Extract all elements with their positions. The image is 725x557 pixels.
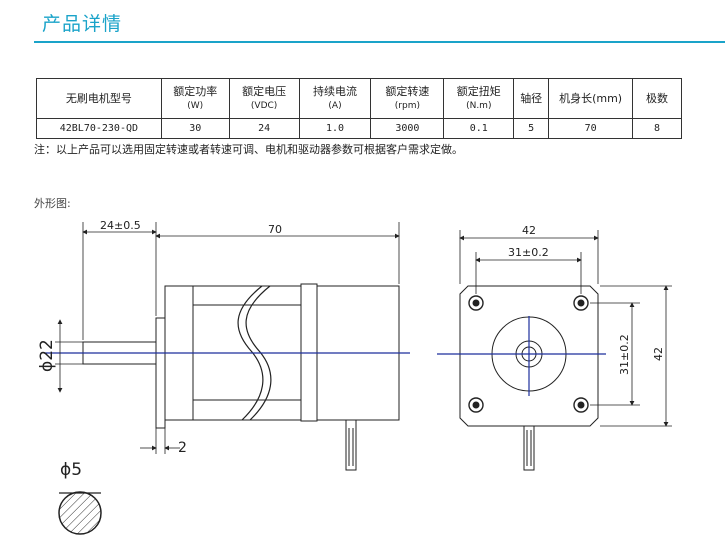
dim-diameter: ϕ22 [37, 339, 57, 372]
dim-shaft-dia: ϕ5 [60, 460, 82, 480]
spec-header-row: 无刷电机型号 额定功率(W) 额定电压(VDC) 持续电流(A) 额定转速(rp… [36, 78, 682, 119]
header-cell-shaft: 轴径 [513, 78, 550, 119]
value-cell: 42BL70-230-QD [36, 118, 162, 139]
front-dimensions [459, 230, 672, 427]
dim-hole-spacing-v: 31±0.2 [618, 334, 631, 375]
spec-table: 无刷电机型号 额定功率(W) 额定电压(VDC) 持续电流(A) 额定转速(rp… [36, 78, 682, 139]
header-cell-current: 持续电流(A) [298, 78, 372, 119]
dim-front-height: 42 [652, 347, 665, 361]
dim-hole-spacing-h: 31±0.2 [508, 246, 549, 259]
shaft-section [58, 491, 102, 535]
dim-flange-thickness: 2 [178, 440, 187, 456]
value-cell: 24 [228, 118, 300, 139]
mount-holes [468, 295, 589, 413]
dim-shaft-length: 24±0.5 [100, 219, 141, 232]
spec-note: 注：以上产品可以选用固定转速或者转速可调、电机和驱动器参数可根据客户需求定做。 [34, 143, 463, 156]
side-view [82, 283, 400, 471]
header-cell-length: 机身长(mm) [548, 78, 634, 119]
front-flange-square [459, 285, 599, 427]
side-dimensions [55, 222, 400, 454]
value-cell: 70 [548, 118, 634, 139]
value-cell: 8 [632, 118, 682, 139]
lead-cable [345, 419, 357, 471]
dim-front-width: 42 [522, 224, 536, 237]
motor-flange [155, 317, 166, 429]
drawing-label: 外形图: [34, 197, 71, 210]
header-cell-torque: 额定扭矩(N.m) [443, 78, 515, 119]
header-cell-model: 无刷电机型号 [36, 78, 162, 119]
spec-value-row: 42BL70-230-QD 30 24 1.0 3000 0.1 5 70 8 [36, 118, 682, 139]
page-title: 产品详情 [42, 13, 123, 35]
header-cell-poles: 极数 [632, 78, 682, 119]
front-lead-cable [523, 425, 535, 471]
value-cell: 0.1 [443, 118, 515, 139]
title-divider [34, 41, 725, 43]
dim-body-length: 70 [268, 223, 282, 236]
header-cell-speed: 额定转速(rpm) [370, 78, 445, 119]
value-cell: 3000 [370, 118, 445, 139]
break-line [237, 285, 264, 421]
header-cell-power: 额定功率(W) [160, 78, 230, 119]
header-cell-voltage: 额定电压(VDC) [228, 78, 300, 119]
